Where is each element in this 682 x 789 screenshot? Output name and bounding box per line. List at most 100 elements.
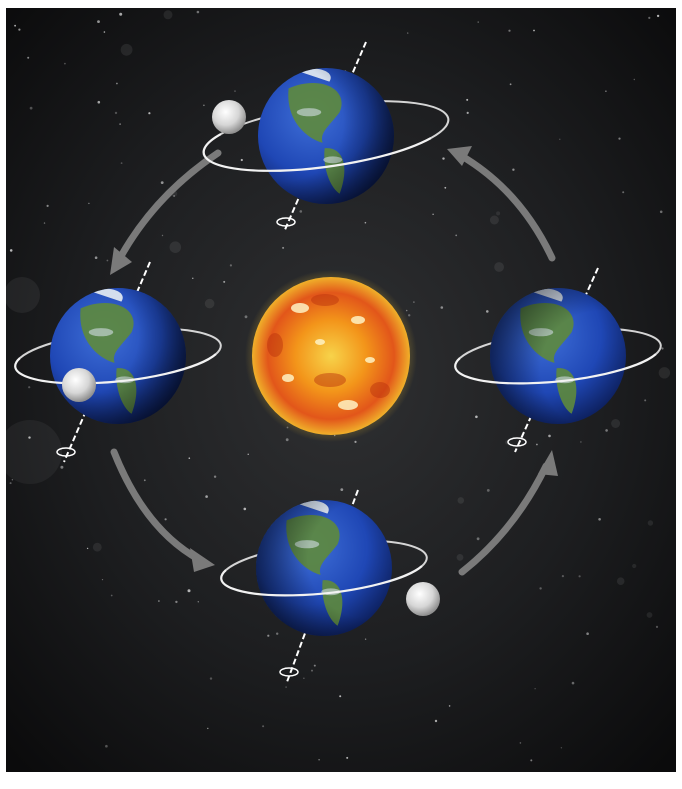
star (440, 306, 444, 309)
orbit-arrows (110, 149, 556, 576)
star (442, 157, 445, 160)
star (519, 742, 522, 744)
orbit-arrow-icon (458, 462, 550, 576)
star (539, 587, 542, 590)
earth-bottom (220, 489, 440, 683)
star (475, 415, 478, 419)
star (486, 310, 489, 313)
star (29, 106, 33, 110)
star (0, 420, 62, 484)
star (548, 434, 551, 438)
star (339, 695, 342, 698)
star (120, 162, 123, 165)
star (163, 10, 173, 20)
star (114, 111, 118, 115)
star (164, 518, 167, 521)
star (646, 612, 653, 618)
star (101, 579, 104, 581)
starfield (0, 10, 671, 762)
moon-orbit-ring (454, 353, 657, 385)
star (616, 577, 625, 585)
star (148, 112, 151, 115)
star (405, 309, 408, 312)
star (97, 20, 100, 23)
star (354, 440, 357, 443)
star (46, 204, 49, 207)
star (203, 104, 205, 107)
earth-icon (258, 68, 394, 204)
earth-positions (14, 41, 662, 683)
star (161, 234, 164, 237)
star (285, 686, 287, 688)
earth-left (14, 261, 222, 463)
star (656, 14, 660, 18)
star (160, 181, 164, 185)
star (580, 441, 582, 443)
star (247, 453, 249, 455)
star (229, 264, 232, 267)
star (169, 241, 182, 253)
star (187, 589, 191, 593)
star (110, 594, 113, 597)
arrowhead-icon (447, 146, 472, 166)
star (455, 234, 458, 237)
star (94, 256, 98, 260)
star (512, 168, 515, 171)
star (632, 563, 637, 569)
arrowhead-icon (190, 548, 215, 572)
star (407, 32, 409, 34)
star (644, 399, 647, 402)
star (276, 632, 279, 635)
star (311, 669, 313, 672)
star (14, 24, 16, 27)
star (466, 98, 469, 101)
star (86, 547, 89, 550)
star (313, 664, 316, 667)
star (618, 137, 621, 140)
star (119, 123, 121, 125)
star (605, 429, 608, 432)
star (303, 677, 305, 679)
star (648, 16, 651, 19)
star (103, 31, 106, 33)
star (413, 301, 415, 303)
star (456, 554, 464, 561)
star (477, 21, 479, 23)
star (243, 507, 247, 511)
star (622, 191, 625, 194)
star (28, 436, 31, 439)
star (489, 215, 499, 225)
star (444, 186, 447, 189)
star (116, 82, 118, 85)
star (346, 756, 349, 759)
earth-right (454, 267, 662, 453)
star (18, 28, 21, 31)
star (9, 249, 13, 252)
moon-icon (62, 368, 96, 402)
star (28, 386, 31, 389)
star (561, 575, 565, 578)
star (658, 367, 671, 379)
star (92, 542, 102, 552)
star (299, 210, 303, 213)
star (143, 479, 146, 482)
star (11, 479, 14, 481)
star (60, 465, 64, 469)
star (262, 725, 265, 728)
star (571, 681, 575, 685)
star (4, 277, 40, 313)
star (64, 62, 66, 65)
star (536, 443, 538, 446)
star (173, 195, 176, 197)
star (282, 246, 285, 249)
star (434, 719, 438, 723)
star (494, 262, 504, 272)
star (223, 280, 226, 283)
star (486, 489, 490, 492)
star (204, 298, 215, 309)
star (175, 600, 178, 604)
star (158, 600, 160, 602)
star (578, 575, 581, 578)
star (192, 277, 194, 279)
